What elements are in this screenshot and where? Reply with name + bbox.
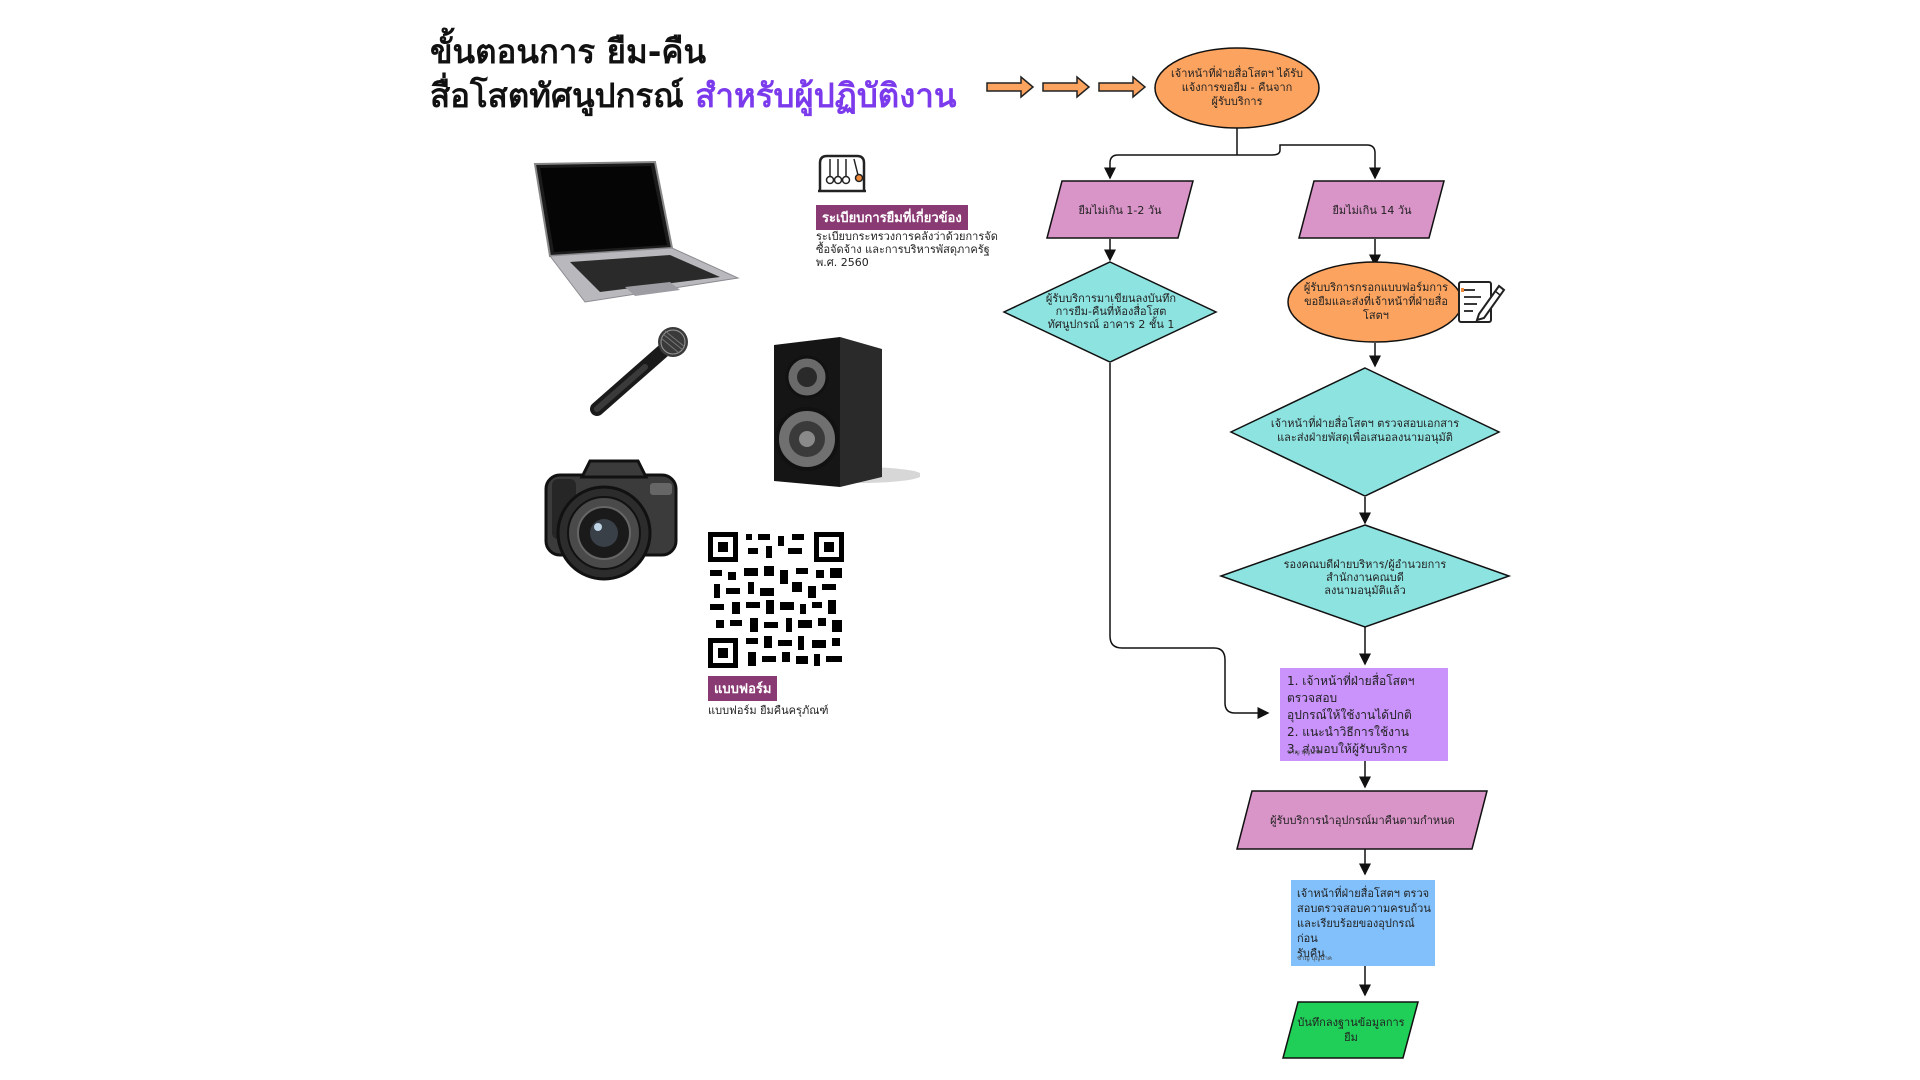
return-text: ผู้รับบริการนำอุปกรณ์มาคืนตามกำหนด <box>1270 813 1455 827</box>
node-handover <box>1280 668 1448 761</box>
form-tag: แบบฟอร์ม <box>708 676 778 701</box>
form-pencil-icon <box>1458 281 1506 323</box>
approval-line-2: สำนักงานคณบดี <box>1326 570 1404 584</box>
qr-code-icon <box>708 532 844 668</box>
end-text: บันทึกลงฐานข้อมูลการยืม <box>1297 1016 1405 1044</box>
check-docs-line-2: และส่งฝ่ายพัสดุเพื่อเสนอลงนามอนุมัติ <box>1277 431 1453 444</box>
node-right-condition <box>1298 180 1445 239</box>
start-line-2: แจ้งการขอยืม - คืนจาก <box>1181 81 1293 94</box>
node-inspect-return <box>1291 880 1435 966</box>
start-text: เจ้าหน้าที่ฝ่ายสื่อโสตฯ ได้รับ แจ้งการขอ… <box>1160 60 1314 116</box>
node-left-condition <box>1046 180 1194 239</box>
inspect-return-text: เจ้าหน้าที่ฝ่ายสื่อโสตฯ ตรวจ สอบตรวจสอบค… <box>1297 886 1433 961</box>
check-docs-line-1: เจ้าหน้าที่ฝ่ายสื่อโสตฯ ตรวจสอบเอกสาร <box>1270 417 1460 430</box>
regulation-line-2: ซื้อจัดจ้าง และการบริหารพัสดุภาครัฐ <box>816 243 990 256</box>
handover-line-4: 3. ส่งมอบให้ผู้รับบริการ <box>1287 742 1408 756</box>
laptop-icon <box>533 160 740 303</box>
inspect-author: ชาญ บุญนาค <box>1297 955 1332 962</box>
approval-text: รองคณบดีฝ่ายบริหาร/ผู้อำนวยการ สำนักงานค… <box>1268 555 1462 599</box>
newtons-cradle-icon <box>818 154 866 193</box>
title-line-2: สื่อโสตทัศนูปกรณ์ <box>430 76 684 115</box>
handover-line-3: 2. แนะนำวิธีการใช้งาน <box>1287 725 1409 739</box>
regulation-line-1: ระเบียบกระทรวงการคลังว่าด้วยการจัด <box>816 230 998 243</box>
form-text: แบบฟอร์ม ยืมคืนครุภัณฑ์ <box>708 704 829 717</box>
regulation-text: ระเบียบกระทรวงการคลังว่าด้วยการจัด ซื้อจ… <box>816 230 1006 269</box>
approval-line-3: ลงนามอนุมัติแล้ว <box>1324 583 1406 597</box>
left-decision-text: ผู้รับบริการมาเขียนลงบันทึก การยืม-คืนที… <box>1036 290 1186 332</box>
node-end <box>1282 1001 1419 1059</box>
title-line-1: ขั้นตอนการ ยืม-คืน <box>430 32 707 71</box>
connector-to-left <box>1104 154 1237 180</box>
right-form-line-3: โสตฯ <box>1363 309 1389 322</box>
connector-to-right <box>1237 144 1381 180</box>
left-decision-line-3: ทัศนูปกรณ์ อาคาร 2 ชั้น 1 <box>1047 317 1175 331</box>
camera-icon <box>544 459 678 581</box>
right-form-text: ผู้รับบริการกรอกแบบฟอร์มการ ขอยืมและส่งท… <box>1296 280 1456 324</box>
left-decision-line-1: ผู้รับบริการมาเขียนลงบันทึก <box>1045 291 1177 305</box>
handover-author: ชาญ บุญนาค <box>1287 749 1322 756</box>
title-accent: สำหรับผู้ปฏิบัติงาน <box>695 76 957 115</box>
regulation-tag: ระเบียบการยืมที่เกี่ยวข้อง <box>816 205 968 230</box>
inspect-line-1: เจ้าหน้าที่ฝ่ายสื่อโสตฯ ตรวจ <box>1297 887 1430 900</box>
connector-left-long <box>1109 363 1270 719</box>
inspect-line-3: และเรียบร้อยของอุปกรณ์ก่อน <box>1297 917 1415 945</box>
inspect-line-2: สอบตรวจสอบความครบถ้วน <box>1297 902 1431 915</box>
right-condition-text: ยืมไม่เกิน 14 วัน <box>1332 203 1412 217</box>
start-line-3: ผู้รับบริการ <box>1211 95 1263 108</box>
handover-line-2: อุปกรณ์ให้ใช้งานได้ปกติ <box>1287 708 1412 722</box>
approval-line-1: รองคณบดีฝ่ายบริหาร/ผู้อำนวยการ <box>1283 557 1447 571</box>
node-start <box>1154 47 1320 129</box>
handover-text: 1. เจ้าหน้าที่ฝ่ายสื่อโสตฯ ตรวจสอบ อุปกร… <box>1287 673 1445 758</box>
node-check-docs <box>1229 367 1501 497</box>
node-left-decision <box>1002 261 1218 363</box>
left-condition-text: ยืมไม่เกิน 1-2 วัน <box>1078 203 1162 217</box>
node-approval <box>1218 524 1512 628</box>
right-form-line-1: ผู้รับบริการกรอกแบบฟอร์มการ <box>1303 281 1449 294</box>
right-form-line-2: ขอยืมและส่งที่เจ้าหน้าที่ฝ่ายสื่อ <box>1304 295 1448 308</box>
node-return <box>1236 790 1488 850</box>
page-title: ขั้นตอนการ ยืม-คืน สื่อโสตทัศนูปกรณ์ สำห… <box>430 30 956 118</box>
left-decision-line-2: การยืม-คืนที่ห้องสื่อโสต <box>1055 304 1167 318</box>
handover-line-1: 1. เจ้าหน้าที่ฝ่ายสื่อโสตฯ ตรวจสอบ <box>1287 674 1415 705</box>
regulation-line-3: พ.ศ. 2560 <box>816 256 869 269</box>
arrow-right-icon <box>986 75 1147 99</box>
start-line-1: เจ้าหน้าที่ฝ่ายสื่อโสตฯ ได้รับ <box>1171 67 1303 80</box>
speaker-icon <box>774 337 920 487</box>
inspect-line-4: รับคืน <box>1297 947 1325 960</box>
microphone-icon <box>590 327 688 416</box>
check-docs-text: เจ้าหน้าที่ฝ่ายสื่อโสตฯ ตรวจสอบเอกสาร แล… <box>1262 414 1468 448</box>
